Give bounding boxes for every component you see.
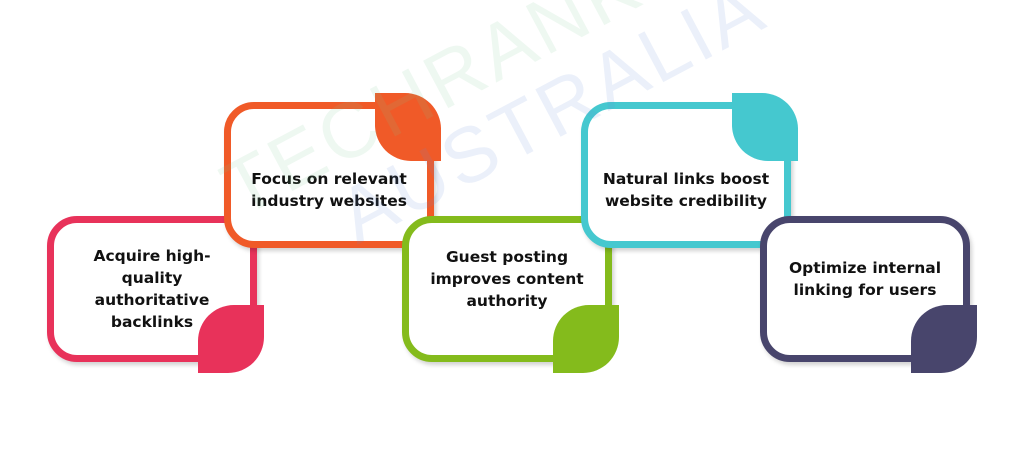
step-card-4: Natural links boost website credibility — [581, 93, 798, 248]
step-card-1: Acquire high-quality authoritative backl… — [47, 216, 264, 373]
step-text: Acquire high-quality authoritative backl… — [93, 247, 211, 331]
corner-leaf — [732, 93, 798, 161]
corner-leaf — [553, 305, 619, 373]
step-text: Optimize internal linking for users — [788, 259, 942, 299]
step-card-3: Guest posting improves content authority — [402, 216, 619, 373]
step-card-5: Optimize internal linking for users — [760, 216, 977, 373]
step-text: Natural links boost website credibility — [602, 170, 770, 210]
corner-leaf — [911, 305, 977, 373]
corner-leaf — [198, 305, 264, 373]
step-text: Guest posting improves content authority — [430, 248, 584, 310]
step-card-2: Focus on relevant industry websites — [224, 93, 441, 248]
step-text: Focus on relevant industry websites — [251, 170, 407, 210]
corner-leaf — [375, 93, 441, 161]
